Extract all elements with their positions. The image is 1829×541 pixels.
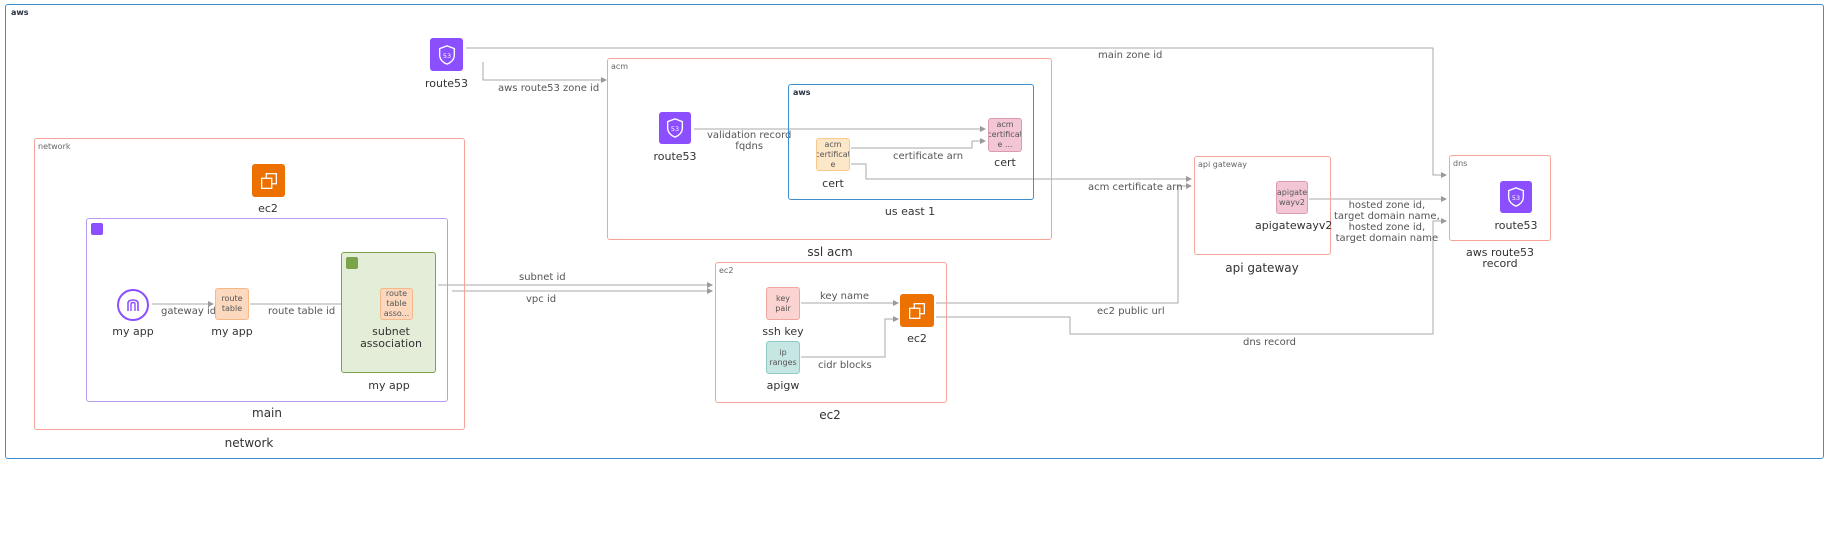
acm-certificate-validation-node[interactable]: acm certificat e ... [988, 118, 1022, 152]
route-table-association-label: subnet association [360, 325, 422, 350]
ec2-group-tag: ec2 [719, 266, 734, 275]
route-table-node[interactable]: route table [215, 288, 249, 320]
svg-text:53: 53 [1512, 194, 1520, 202]
label-subnet-id: subnet id [519, 272, 566, 283]
network-group-label: network [224, 436, 274, 450]
edge-dns-record [936, 218, 1447, 335]
edge-main-zone-id [466, 47, 1447, 178]
ec2-chip-icon [909, 302, 925, 319]
edge-ec2-public-url [936, 183, 1192, 304]
lock-icon [346, 257, 358, 269]
route-table-association-node[interactable]: route table asso... [380, 288, 413, 320]
internet-gateway-icon [127, 299, 139, 311]
subnet-group-label: my app [368, 379, 410, 392]
apigatewayv2-node[interactable]: apigate wayv2 [1276, 181, 1308, 214]
my-app-vpc-label: my app [112, 325, 154, 338]
label-key-name: key name [820, 291, 870, 302]
label-route53-zone-id: aws route53 zone id [498, 83, 600, 94]
ec2-chip-icon [260, 172, 277, 189]
vpc-icon [91, 223, 103, 235]
us-east-1-aws-logo: aws [793, 88, 811, 97]
network-group-tag: network [38, 142, 71, 151]
acm-certificate-node[interactable]: acm certificat e [816, 138, 850, 171]
dns-group-label: aws route53 record [1465, 246, 1535, 270]
api-gateway-group-tag: api gateway [1198, 160, 1247, 169]
us-east-1-group: aws [788, 84, 1034, 200]
route-table-label: my app [211, 325, 253, 338]
network-ec2-node[interactable] [252, 164, 285, 197]
dns-group: dns [1449, 155, 1551, 241]
svg-text:53: 53 [671, 125, 679, 133]
api-gateway-group-label: api gateway [1225, 261, 1299, 275]
ec2-group-label: ec2 [819, 408, 841, 422]
key-pair-node[interactable]: key pair [766, 287, 800, 320]
ec2-instance-label: ec2 [907, 332, 927, 345]
acm-group-tag: acm [611, 62, 629, 71]
us-east-1-label: us east 1 [884, 205, 936, 218]
route53-shield-icon: 53 [1507, 187, 1525, 207]
dns-route53-label: route53 [1494, 219, 1538, 232]
label-vpc-id: vpc id [526, 294, 557, 305]
main-vpc-label: main [252, 406, 282, 420]
label-main-zone-id: main zone id [1098, 50, 1163, 61]
label-certificate-arn: certificate arn [893, 151, 964, 162]
route53-shield-icon: 53 [666, 118, 684, 138]
acm-certificate-validation-label: cert [994, 156, 1016, 169]
ip-ranges-node[interactable]: ip ranges [766, 341, 800, 374]
aws-logo: aws [11, 8, 29, 17]
route53-top-node[interactable]: 53 [430, 38, 463, 71]
main-vpc-group [86, 218, 448, 402]
svg-text:53: 53 [442, 51, 450, 59]
acm-route53-label: route53 [653, 150, 697, 163]
label-acm-certificate-arn: acm certificate arn [1088, 182, 1183, 193]
key-pair-label: ssh key [762, 325, 804, 338]
edge-cidr-blocks [801, 316, 899, 358]
dns-route53-node[interactable]: 53 [1500, 181, 1532, 213]
label-route-table-id: route table id [268, 306, 336, 317]
edge-certificate-arn [851, 138, 986, 149]
label-dns-record: dns record [1243, 337, 1297, 348]
acm-group-label: ssl acm [807, 245, 853, 259]
acm-group: acm [607, 58, 1052, 240]
ec2-instance-node[interactable] [900, 294, 934, 327]
apigatewayv2-label: apigatewayv2 [1255, 219, 1333, 232]
my-app-vpc-icon[interactable] [117, 289, 149, 321]
ip-ranges-label: apigw [766, 379, 800, 392]
api-gateway-group: api gateway [1194, 156, 1331, 255]
label-hosted-zone: hosted zone id, target domain name, host… [1334, 200, 1440, 244]
network-group: network [34, 138, 465, 430]
dns-group-tag: dns [1453, 159, 1468, 168]
ec2-group: ec2 [715, 262, 947, 403]
label-validation-record: validation record fqdns [707, 130, 792, 152]
label-ec2-public-url: ec2 public url [1097, 306, 1165, 317]
route53-top-label: route53 [424, 77, 469, 90]
label-cidr-blocks: cidr blocks [818, 360, 872, 371]
acm-certificate-label: cert [822, 177, 844, 190]
edge-route53-zone-id [482, 62, 607, 83]
acm-route53-node[interactable]: 53 [659, 112, 691, 144]
route53-shield-icon: 53 [438, 44, 455, 65]
edge-acm-certificate-arn [851, 163, 1192, 182]
label-gateway-id: gateway id [161, 306, 217, 317]
network-ec2-label: ec2 [258, 202, 278, 215]
aws-cloud-group: aws [5, 4, 1824, 459]
